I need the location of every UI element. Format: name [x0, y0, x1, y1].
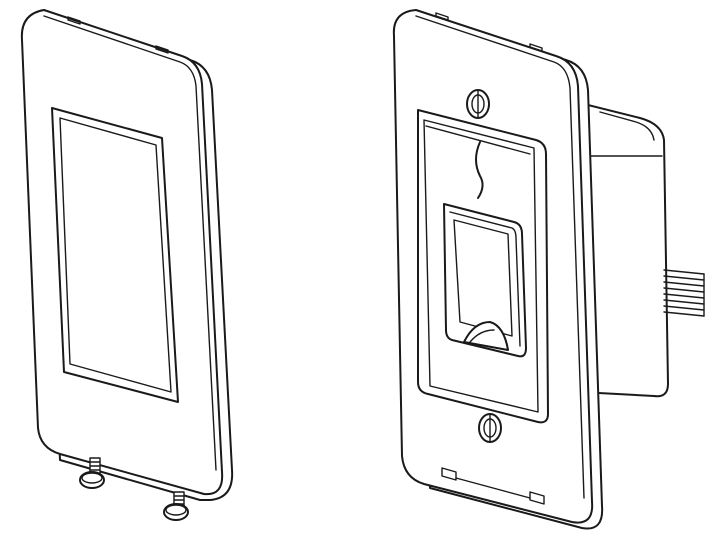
fingerprint-module	[392, 9, 705, 530]
cover-window-glass	[59, 117, 172, 393]
top-screw-hole	[466, 89, 490, 119]
fingerprint-sensor-window	[453, 219, 513, 337]
cover-plate	[20, 9, 234, 521]
module-plate-rim	[415, 15, 585, 499]
cover-top-slot-right	[155, 45, 169, 54]
cover-plate-rim	[43, 15, 217, 471]
cover-top-slot-left	[67, 16, 81, 25]
sensor-bezel-inner	[423, 119, 539, 413]
plate-top-slot-right	[529, 43, 543, 52]
connector-pins	[663, 269, 705, 317]
bottom-screw-hole	[478, 413, 502, 443]
plate-top-slot-left	[435, 12, 449, 21]
sensor-frame-inner-edge	[449, 211, 521, 347]
screw-left	[79, 457, 105, 489]
screw-right	[163, 491, 189, 521]
finger-guide-mark	[475, 141, 484, 199]
finger-rest-bump	[463, 321, 509, 351]
plate-bottom-edge	[455, 477, 531, 499]
plate-bottom-notch-left	[441, 467, 457, 481]
sensor-bezel-top-edge	[425, 125, 531, 155]
module-back-box-edge	[599, 111, 655, 141]
finger-rest-curve	[469, 329, 495, 343]
cover-window-frame	[51, 107, 179, 403]
